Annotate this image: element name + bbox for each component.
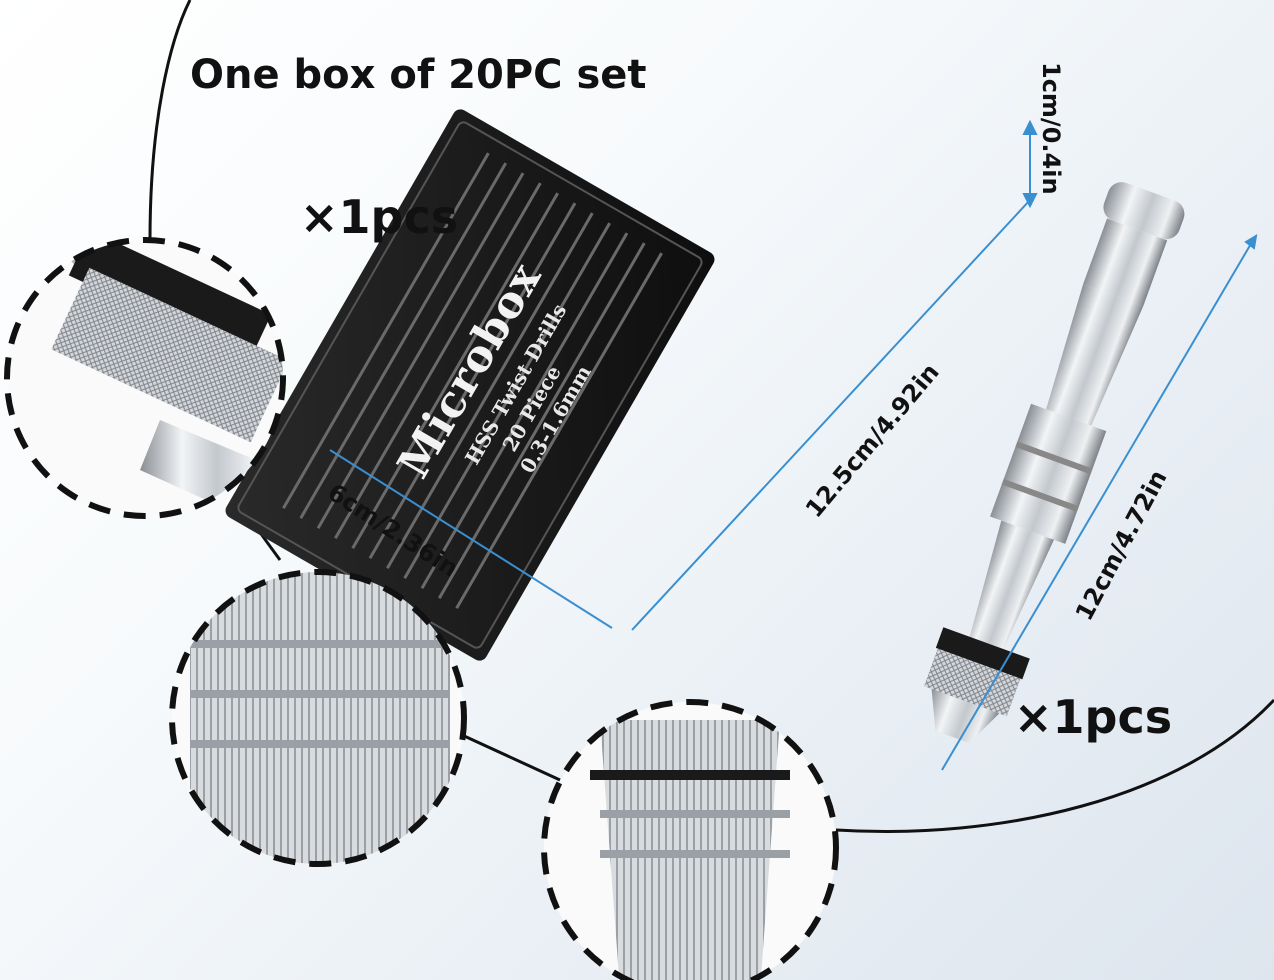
set-title: One box of 20PC set (190, 52, 647, 98)
connector-line-mid (461, 733, 561, 782)
pin-vise (924, 182, 1185, 744)
connector-line-right (835, 698, 1274, 833)
dimension-height: 1cm/0.4in (1037, 62, 1065, 195)
connector-line-top (148, 0, 192, 241)
zoom-circle-body (169, 569, 467, 867)
quantity-label-left: ×1pcs (300, 190, 459, 244)
zoom-circle-chuck (4, 237, 286, 519)
zoom-circle-knob (541, 699, 839, 980)
quantity-label-right: ×1pcs (1014, 690, 1173, 744)
